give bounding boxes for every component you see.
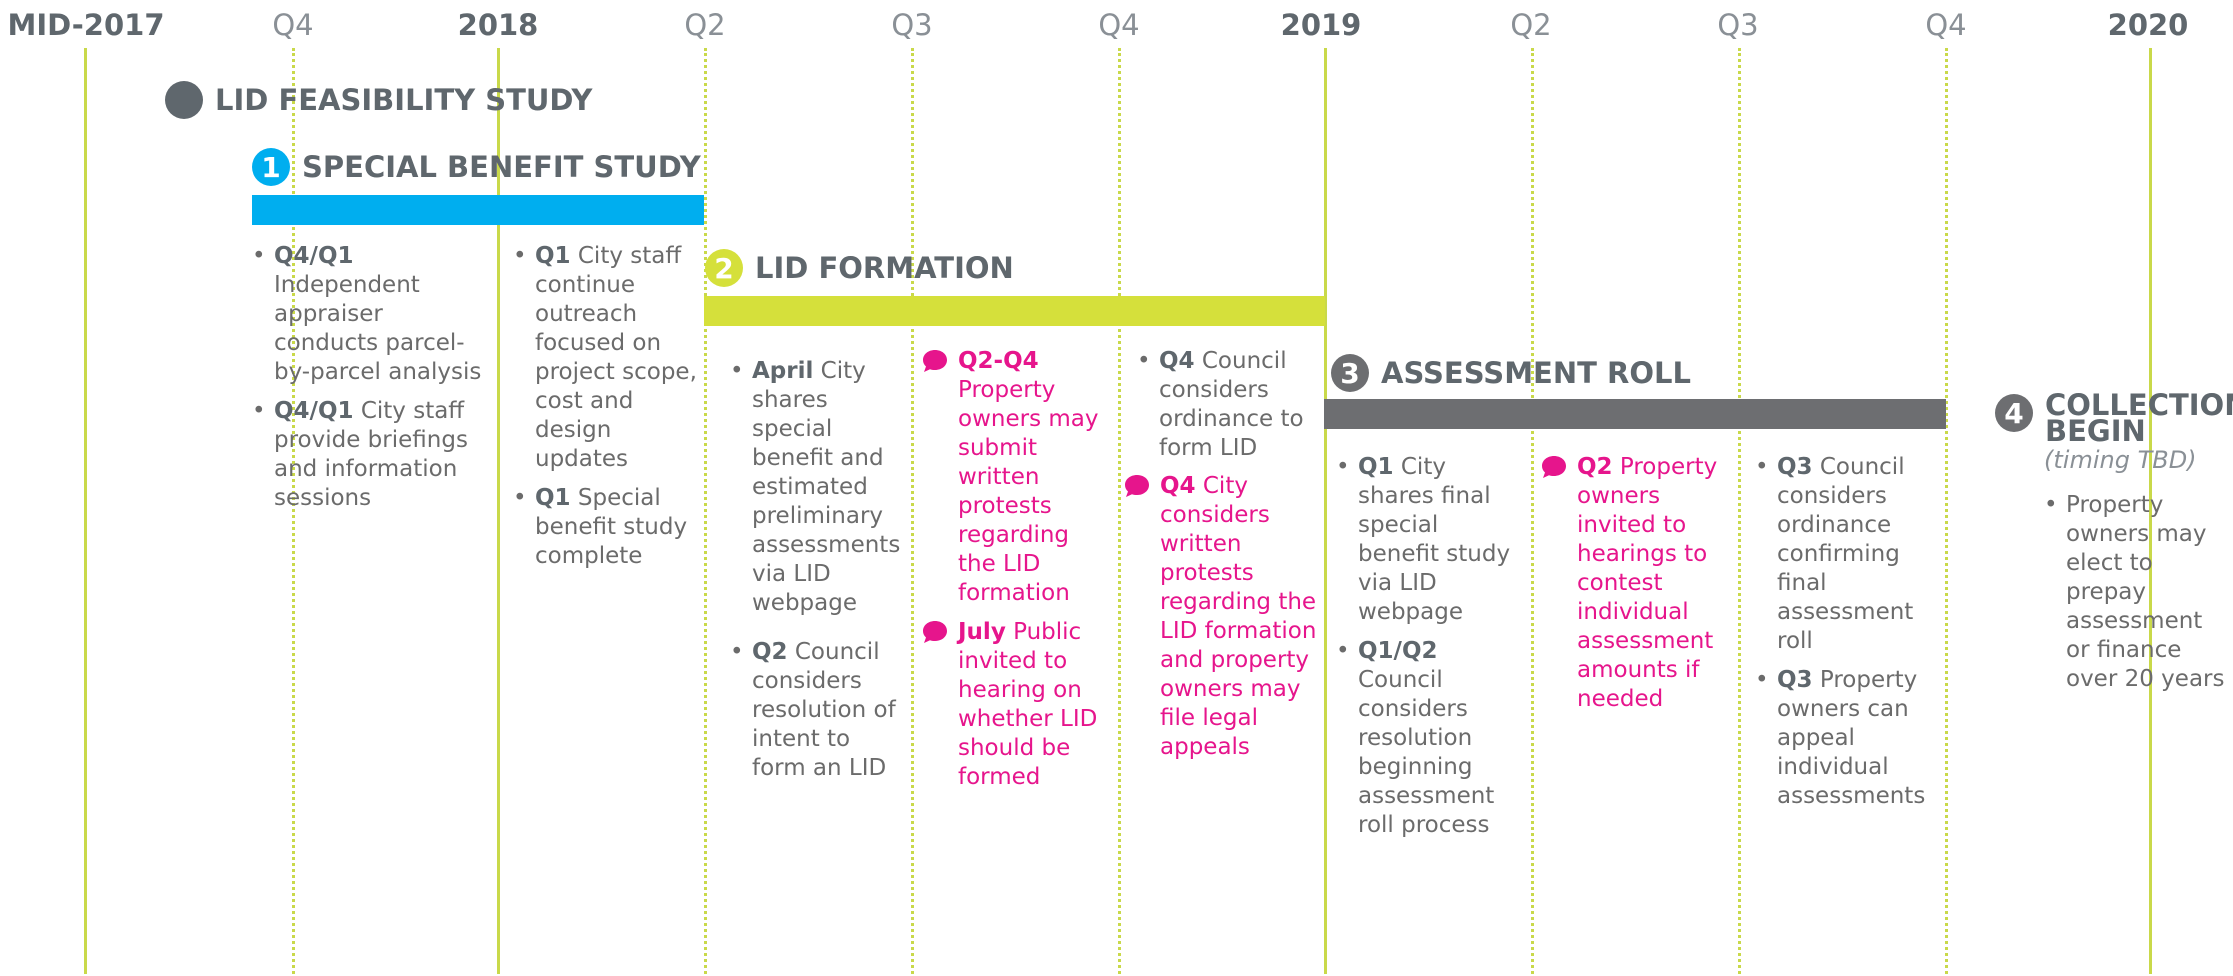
phase4-col1-item: Property owners may elect to prepay asse… — [2044, 491, 2229, 694]
timeline-label-q4-2018: Q4 — [1098, 8, 1140, 42]
phase1-col2-item: Q1 City staff continue outreach focused … — [513, 242, 698, 474]
timeline-label-q2-2019: Q2 — [1510, 8, 1552, 42]
gridline-q3-2018 — [911, 48, 914, 974]
phase2-column-3-pink: Q4 City considers written protests regar… — [1124, 472, 1324, 772]
phase4-heading: 4 COLLECTIONS BEGIN — [1995, 388, 2233, 448]
speech-bubble-icon — [1125, 475, 1149, 497]
phase4-title-line1: COLLECTIONS — [2045, 388, 2233, 422]
timeline-label-q2-2018: Q2 — [684, 8, 726, 42]
timeline-label-q3-2019: Q3 — [1717, 8, 1759, 42]
feasibility-study-title: LID FEASIBILITY STUDY — [215, 83, 593, 117]
phase3-column-3: Q3 Council considers ordinance confirmin… — [1755, 453, 1940, 821]
timeline-label-2018: 2018 — [457, 8, 539, 42]
phase3-col3-item: Q3 Council considers ordinance confirmin… — [1755, 453, 1940, 656]
timeline-label-mid-2017: MID-2017 — [7, 8, 165, 42]
phase2-col1-item: Q2 Council considers resolution of inten… — [730, 638, 902, 783]
phase3-col1-item: Q1 City shares final special benefit stu… — [1336, 453, 1518, 627]
phase2-col3-pink-item: Q4 City considers written protests regar… — [1124, 472, 1324, 762]
gridline-q4-2018 — [1118, 48, 1121, 974]
phase1-col1-item: Q4/Q1 Independent appraiser conducts par… — [252, 242, 492, 387]
phase1-col1-item: Q4/Q1 City staff provide briefings and i… — [252, 397, 492, 513]
phase3-col2-item: Q2 Property owners invited to hearings t… — [1541, 453, 1731, 714]
phase1-heading: 1 SPECIAL BENEFIT STUDY — [252, 148, 701, 186]
phase2-title: LID FORMATION — [755, 251, 1014, 285]
timeline-label-2020: 2020 — [2107, 8, 2189, 42]
timeline-label-q3-2018: Q3 — [891, 8, 933, 42]
phase3-col3-item: Q3 Property owners can appeal individual… — [1755, 666, 1940, 811]
phase3-title: ASSESSMENT ROLL — [1381, 356, 1691, 390]
speech-bubble-icon — [923, 621, 947, 643]
phase3-column-2: Q2 Property owners invited to hearings t… — [1541, 453, 1731, 724]
timeline-label-q4-2019: Q4 — [1925, 8, 1967, 42]
phase2-col3-item: Q4 Council considers ordinance to form L… — [1137, 347, 1317, 463]
phase3-heading: 3 ASSESSMENT ROLL — [1331, 354, 1691, 392]
phase4-column-1: Property owners may elect to prepay asse… — [2044, 491, 2229, 704]
gridline-q2-2019 — [1531, 48, 1534, 974]
phase1-column-2: Q1 City staff continue outreach focused … — [513, 242, 698, 581]
phase2-column-1: April City shares special benefit and es… — [730, 357, 902, 793]
phase2-number-badge: 2 — [705, 249, 743, 287]
gridline-2019 — [1324, 48, 1327, 974]
phase2-heading: 2 LID FORMATION — [705, 249, 1014, 287]
speech-bubble-icon — [923, 350, 947, 372]
feasibility-dot-icon — [165, 81, 203, 119]
timeline-label-2019: 2019 — [1280, 8, 1362, 42]
phase1-col2-item: Q1 Special benefit study complete — [513, 484, 698, 571]
speech-bubble-icon — [1542, 456, 1566, 478]
phase1-number-badge: 1 — [252, 148, 290, 186]
phase1-bar — [252, 195, 704, 225]
gridline-q4-2019 — [1945, 48, 1948, 974]
gridline-q2-2018 — [704, 48, 707, 974]
phase4-number-badge: 4 — [1995, 394, 2033, 432]
phase4-subtitle: (timing TBD) — [2044, 446, 2197, 474]
phase2-column-3: Q4 Council considers ordinance to form L… — [1137, 347, 1317, 473]
phase2-col2-item: Q2-Q4 Property owners may submit written… — [922, 347, 1112, 608]
phase2-col2-item: July Public invited to hearing on whethe… — [922, 618, 1112, 792]
gridline-mid-2017 — [84, 48, 87, 974]
phase2-bar — [704, 296, 1325, 326]
timeline-label-q4-2017: Q4 — [272, 8, 314, 42]
phase2-col1-item: April City shares special benefit and es… — [730, 357, 902, 618]
phase3-bar — [1324, 399, 1946, 429]
phase1-column-1: Q4/Q1 Independent appraiser conducts par… — [252, 242, 492, 523]
gridline-q3-2019 — [1738, 48, 1741, 974]
phase3-col1-item: Q1/Q2 Council considers resolution begin… — [1336, 637, 1518, 840]
phase3-column-1: Q1 City shares final special benefit stu… — [1336, 453, 1518, 850]
gridline-2018 — [497, 48, 500, 974]
phase2-column-2: Q2-Q4 Property owners may submit written… — [922, 347, 1112, 802]
phase3-number-badge: 3 — [1331, 354, 1369, 392]
phase1-title: SPECIAL BENEFIT STUDY — [302, 150, 701, 184]
feasibility-study-heading: LID FEASIBILITY STUDY — [165, 81, 592, 119]
phase4-title-line2: BEGIN — [2045, 414, 2146, 448]
